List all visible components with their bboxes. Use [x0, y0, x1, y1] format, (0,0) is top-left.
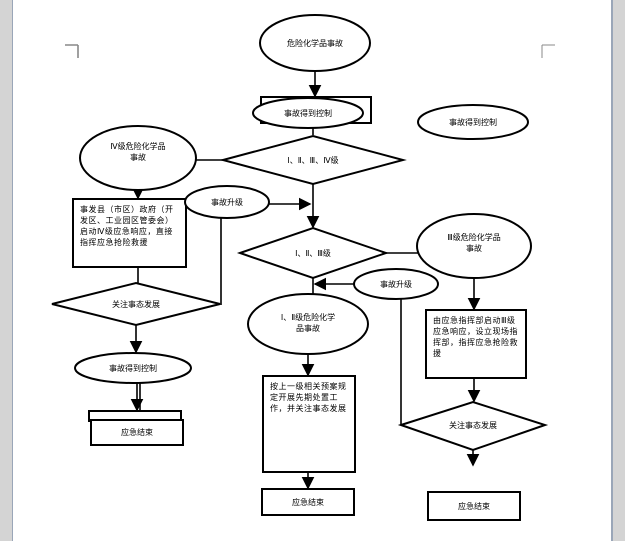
escalate-right-node: [353, 268, 439, 300]
level4-event-label: Ⅳ级危险化学品: [110, 141, 165, 151]
end-right-label: 应急结束: [458, 501, 490, 511]
level-all-decision: [219, 134, 407, 186]
level4-action-box: [72, 198, 187, 268]
level123-label: Ⅰ、Ⅱ、Ⅲ级: [295, 248, 331, 258]
level3-event-label-2: 事故: [466, 243, 482, 253]
level12-event-label: Ⅰ、Ⅱ级危险化学: [281, 312, 335, 322]
watch-left-decision: [51, 281, 221, 327]
level3-action-box: [425, 309, 527, 379]
end-left-box: [90, 419, 184, 446]
watch-right-label: 关注事态发展: [449, 420, 497, 430]
connectors: [129, 71, 481, 490]
level3-action-text: 由应急指挥部启动Ⅲ级应急响应，设立现场指挥部，指挥应急抢险救援: [433, 316, 518, 358]
level12-action-box: [262, 375, 356, 473]
level4-action-text: 事发县（市区）政府（开发区、工业园区管委会）启动Ⅳ级应急响应，直接指挥应急抢险救…: [80, 205, 174, 247]
watch-left-label: 关注事态发展: [112, 299, 160, 309]
end-right-box: [427, 491, 521, 521]
end-left-label: 应急结束: [121, 427, 153, 437]
level4-event-node: [79, 125, 197, 191]
level-all-label: Ⅰ、Ⅱ、Ⅲ、Ⅳ级: [287, 155, 338, 165]
controlled-right-label: 事故得到控制: [449, 117, 497, 127]
level4-event-label-2: 事故: [130, 152, 146, 162]
start-label: 危险化学品事故: [287, 38, 343, 48]
end-mid-label: 应急结束: [292, 497, 324, 507]
corner-mark-left: [65, 44, 79, 58]
level12-event-node: [247, 293, 369, 355]
controlled-right-node: [417, 104, 529, 140]
escalate-right-label: 事故升级: [380, 279, 412, 289]
level3-event-label: Ⅲ级危险化学品: [447, 232, 501, 242]
start-node: [259, 14, 371, 72]
level12-action-text: 按上一级相关预案规定开展先期处置工作，并关注事态发展: [270, 382, 347, 413]
level3-event-node: [416, 213, 532, 279]
watch-right-decision: [397, 400, 549, 452]
controlled-top-label: 事故得到控制: [284, 108, 332, 118]
corner-mark-right: [541, 44, 555, 58]
controlled-left-node: [74, 352, 192, 384]
end-mid-box: [261, 488, 355, 516]
controlled-top-node: [252, 97, 364, 129]
level123-decision: [236, 226, 390, 280]
controlled-left-label: 事故得到控制: [109, 363, 157, 373]
escalate-left-node: [184, 185, 270, 219]
escalate-left-label: 事故升级: [211, 197, 243, 207]
level12-event-label-2: 品事故: [296, 323, 320, 333]
